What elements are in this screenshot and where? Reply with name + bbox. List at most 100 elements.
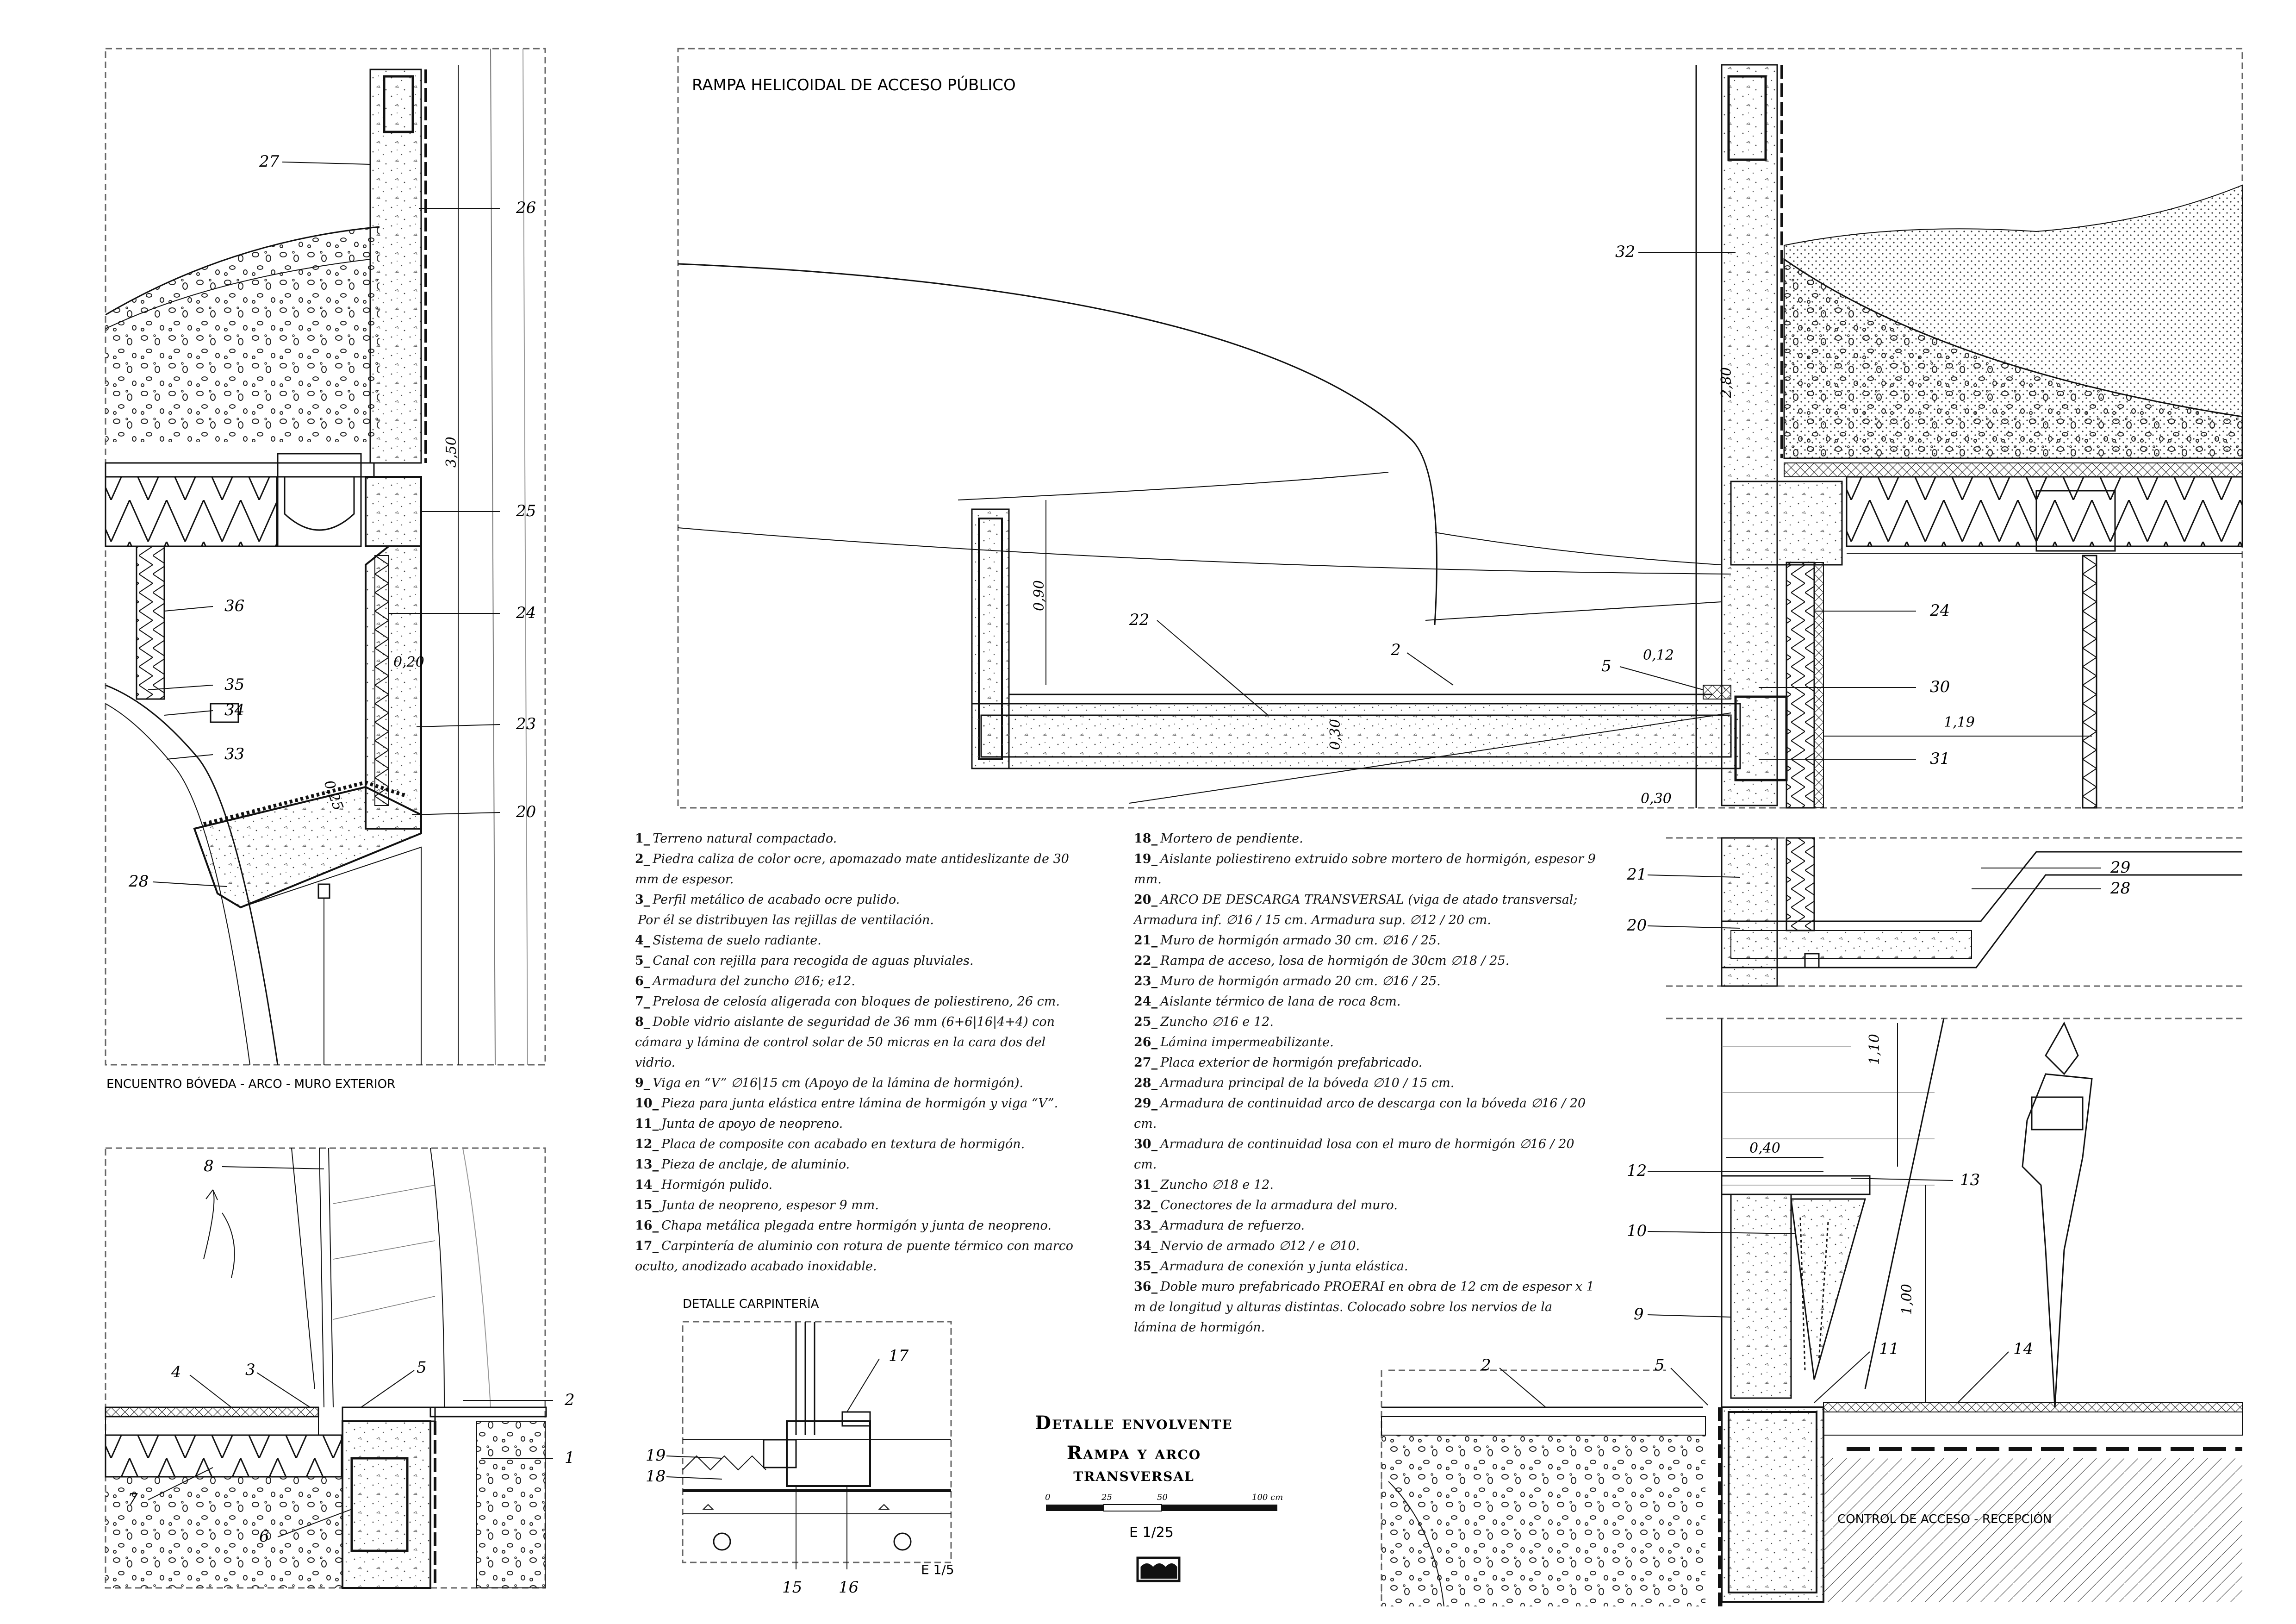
legend-item-text: Viga en “V” ∅16|15 cm (Apoyo de la lámin… [653,1076,1024,1090]
dim-040: 0,40 [1749,1140,1780,1156]
legend-item-text: Armadura de refuerzo. [1160,1218,1305,1233]
legend-item-number: 36_ [1134,1280,1158,1294]
legend-item: 2_Piedra caliza de color ocre, apomazado… [635,849,1084,890]
callout-13: 13 [1960,1171,1980,1189]
legend-item-number: 11_ [635,1117,659,1131]
legend-item-number: 25_ [1134,1015,1158,1029]
callouts-control: 12 13 10 9 11 14 2 5 1,10 0,40 1,00 [1481,1023,2033,1408]
legend-item-number: 33_ [1134,1218,1158,1233]
callout-33: 33 [224,745,244,763]
callouts-arco: 21 20 29 28 [1626,858,2130,935]
legend-item-text: Armadura de conexión y junta elástica. [1160,1259,1408,1274]
legend-item: 31_Zuncho ∅18 e 12. [1134,1175,1597,1195]
panel-glass-floor: 8 4 3 5 2 1 7 6 [105,1147,575,1589]
callout-23: 23 [516,715,536,733]
callout-12: 12 [1627,1162,1647,1180]
callout-6: 6 [259,1527,269,1546]
callout-17: 17 [889,1347,909,1365]
legend-item: 12_Placa de composite con acabado en tex… [635,1134,1084,1155]
legend-item-number: 3_ [635,893,650,907]
legend-item-text: Armadura de continuidad losa con el muro… [1134,1137,1574,1172]
dim-090: 0,90 [1031,580,1047,611]
legend-item-text: Chapa metálica plegada entre hormigón y … [661,1218,1052,1233]
panel-encuentro-boveda: 27 26 25 24 36 35 34 33 23 20 28 3,50 0,… [105,48,546,1091]
callout-19: 19 [646,1446,666,1465]
legend-item: 7_Prelosa de celosía aligerada con bloqu… [635,992,1084,1012]
legend-item-text: Terreno natural compactado. [653,831,837,846]
callout-18: 18 [646,1467,666,1486]
legend-item-number: 24_ [1134,994,1158,1009]
callout-29: 29 [2110,858,2130,877]
scale-main: E 1/25 [1129,1524,1174,1541]
callout-2: 2 [564,1391,575,1409]
dim-350: 3,50 [443,437,460,468]
dim-012: 0,12 [1643,647,1674,663]
dim-110: 1,10 [1867,1034,1883,1065]
panel-label-carpinteria: DETALLE CARPINTERÍA [683,1296,819,1311]
legend-left: 1_Terreno natural compactado.2_Piedra ca… [635,829,1084,1277]
legend-item: 1_Terreno natural compactado. [635,829,1084,849]
legend-item-number: 16_ [635,1218,659,1233]
scale-bar: 0 25 50 100 cm E 1/25 [1045,1493,1283,1582]
legend-item-text: Rampa de acceso, losa de hormigón de 30c… [1160,954,1510,968]
legend-item-number: 30_ [1134,1137,1158,1151]
legend-item-text: Pieza de anclaje, de aluminio. [661,1157,850,1172]
callout-16: 16 [839,1578,859,1597]
panel-label-encuentro: ENCUENTRO BÓVEDA - ARCO - MURO EXTERIOR [106,1076,395,1091]
callout-4: 4 [171,1363,181,1381]
legend-item-number: 21_ [1134,933,1158,948]
legend-item-text: Sistema de suelo radiante. [653,933,821,948]
legend-item: 22_Rampa de acceso, losa de hormigón de … [1134,951,1597,971]
callout-15: 15 [782,1578,802,1597]
callout-30: 30 [1930,678,1950,696]
callout-7: 7 [128,1490,138,1509]
scale-label-0: 0 [1045,1493,1050,1502]
legend-item-text: Pieza para junta elástica entre lámina d… [661,1096,1058,1111]
panel-control-acceso: 12 13 10 9 11 14 2 5 1,10 0,40 1,00 CONT… [1381,1018,2243,1607]
legend-item-number: 12_ [635,1137,659,1151]
callout-26: 26 [516,199,536,217]
legend-item-text: Armadura del zuncho ∅16; e12. [653,974,855,988]
legend-item-number: 23_ [1134,974,1158,988]
legend-item-text: Mortero de pendiente. [1160,831,1303,846]
legend-item-number: 1_ [635,831,650,846]
callout-20: 20 [516,803,536,821]
legend-item: 35_Armadura de conexión y junta elástica… [1134,1256,1597,1277]
callout-1: 1 [565,1449,575,1467]
legend-right: 18_Mortero de pendiente.19_Aislante poli… [1134,829,1597,1338]
legend-item: 20_ARCO DE DESCARGA TRANSVERSAL (viga de… [1134,890,1597,931]
title-line-1: Detalle envolvente [1035,1412,1233,1434]
callout-5: 5 [417,1358,427,1377]
legend-item-number: 20_ [1134,893,1158,907]
title-line-2: Rampa y arco transversal [1066,1442,1201,1486]
legend-item-number: 14_ [635,1178,659,1192]
legend-item-number: 8_ [635,1015,650,1029]
callout-11: 11 [1879,1340,1899,1358]
legend-item-number: 10_ [635,1096,659,1111]
legend-item-number: 34_ [1134,1239,1158,1253]
scale-label-100: 100 cm [1252,1493,1283,1502]
dim-020: 0,20 [393,654,424,670]
legend-item: 25_Zuncho ∅16 e 12. [1134,1012,1597,1032]
legend-item-text: Placa exterior de hormigón prefabricado. [1160,1056,1423,1070]
legend-item: 19_Aislante poliestireno extruido sobre … [1134,849,1597,890]
legend-item: 23_Muro de hormigón armado 20 cm. ∅16 / … [1134,971,1597,992]
title-block: Detalle envolvente Rampa y arco transver… [1018,1412,1250,1486]
callout-8: 8 [204,1157,214,1175]
scale-label-50: 50 [1157,1493,1168,1502]
legend-item: 5_Canal con rejilla para recogida de agu… [635,951,1084,971]
legend-item-number: 22_ [1134,954,1158,968]
legend-item: 11_Junta de apoyo de neopreno. [635,1114,1084,1134]
callout-31: 31 [1930,750,1950,768]
legend-item-text: Canal con rejilla para recogida de aguas… [653,954,974,968]
callout-24: 24 [516,604,536,622]
legend-item: 26_Lámina impermeabilizante. [1134,1032,1597,1053]
legend-item: 4_Sistema de suelo radiante. [635,931,1084,951]
panel-arco-detalle: 21 20 29 28 [1626,837,2242,987]
legend-item-text: Junta de neopreno, espesor 9 mm. [661,1198,879,1212]
legend-item: 18_Mortero de pendiente. [1134,829,1597,849]
legend-item-number: 32_ [1134,1198,1158,1212]
legend-item-text: Aislante poliestireno extruido sobre mor… [1134,852,1596,887]
legend-item-number: 7_ [635,994,650,1009]
